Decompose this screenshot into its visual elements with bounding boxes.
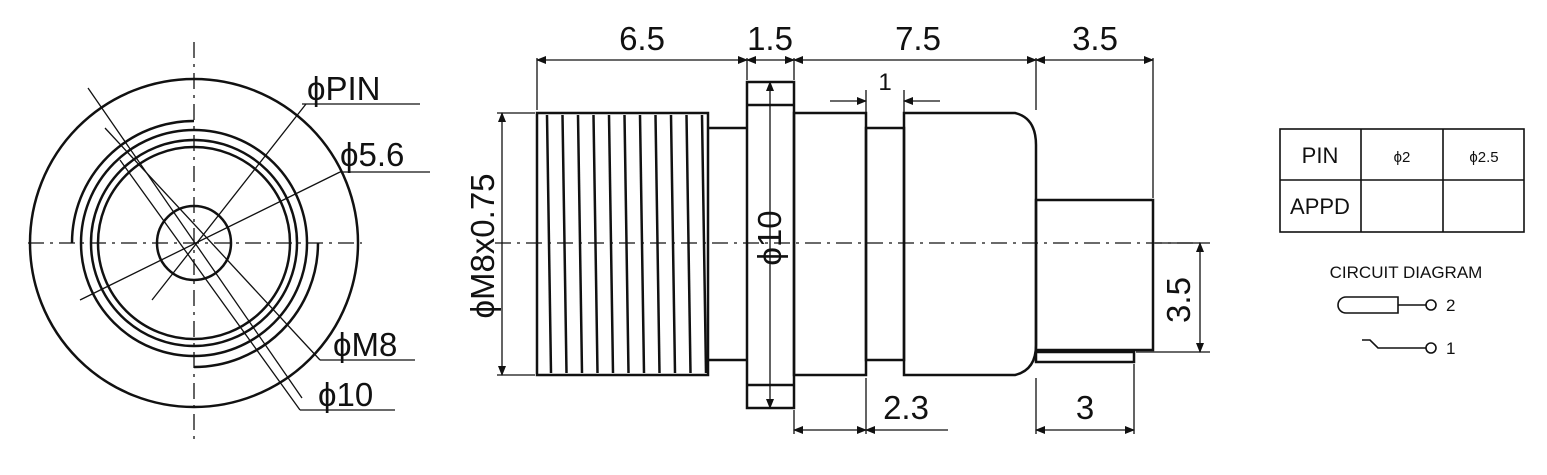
thread-line xyxy=(561,114,568,374)
thread-lines xyxy=(545,114,708,374)
dim-bottom-1: 2.3 xyxy=(883,389,929,426)
dim-top-3: 7.5 xyxy=(895,20,941,57)
dim-flange: ϕ10 xyxy=(751,210,788,265)
leader-pin-cross xyxy=(151,103,307,301)
thread-line xyxy=(607,114,615,374)
thread-arc-upper xyxy=(70,119,195,244)
thread-line xyxy=(685,114,692,374)
dim-top-2: 1.5 xyxy=(747,20,793,57)
body-front xyxy=(792,111,868,377)
body-groove xyxy=(864,126,906,362)
leader-d10 xyxy=(119,159,301,411)
plug-symbol xyxy=(1337,296,1399,314)
pin-table: PIN ϕ2 ϕ2.5 APPD xyxy=(1279,128,1525,233)
front-label-pin: ϕPIN xyxy=(307,70,381,107)
bore-circle xyxy=(96,145,292,341)
leader-m8 xyxy=(104,127,321,361)
center-pin xyxy=(1034,198,1155,352)
terminal-2-label: 2 xyxy=(1446,296,1455,315)
thread-line xyxy=(623,114,630,374)
table-cell-appd: APPD xyxy=(1290,194,1350,219)
body-circle xyxy=(89,138,299,348)
front-label-d56: ϕ5.6 xyxy=(340,136,404,173)
front-label-d10: ϕ10 xyxy=(318,376,373,413)
side-view: 6.5 1.5 7.5 3.5 1 ϕM8x0.75 ϕ10 3.5 2.3 3 xyxy=(464,20,1210,434)
thread-line xyxy=(592,114,599,374)
circuit-title: CIRCUIT DIAGRAM xyxy=(1330,263,1483,282)
terminal-2-node xyxy=(1425,299,1437,311)
thread-circle xyxy=(79,128,309,358)
dim-bottom-2: 3 xyxy=(1076,389,1094,426)
thread-line xyxy=(669,114,677,374)
dim-top-4: 3.5 xyxy=(1072,20,1118,57)
leader-d56 xyxy=(79,171,341,301)
terminal-1-label: 1 xyxy=(1446,339,1455,358)
dim-top-1: 6.5 xyxy=(619,20,665,57)
thread-arc-lower xyxy=(193,242,320,369)
table-cell-d2: ϕ2 xyxy=(1394,149,1411,166)
body-rear xyxy=(902,111,1038,377)
circuit-diagram: CIRCUIT DIAGRAM 2 1 xyxy=(1330,263,1483,358)
threaded-section xyxy=(535,111,710,377)
front-label-m8: ϕM8 xyxy=(333,326,397,363)
thread-line xyxy=(576,114,584,374)
table-cell-pin: PIN xyxy=(1302,143,1339,168)
dim-pin-offset: 3.5 xyxy=(1160,277,1197,323)
terminal-tab xyxy=(1034,350,1136,364)
terminal-1-node xyxy=(1425,342,1437,354)
thread-line xyxy=(638,114,646,374)
pin-circle xyxy=(155,204,233,282)
thread-line xyxy=(654,114,661,374)
front-view: ϕPIN ϕ5.6 ϕM8 ϕ10 xyxy=(28,42,430,440)
switch-contact-symbol xyxy=(1362,339,1426,349)
table-cell-d25: ϕ2.5 xyxy=(1469,149,1498,166)
thread-line xyxy=(700,114,708,374)
thread-line xyxy=(545,114,553,374)
dim-thread: ϕM8x0.75 xyxy=(464,173,501,318)
outer-flange-circle xyxy=(28,77,360,409)
dim-groove: 1 xyxy=(878,69,891,96)
